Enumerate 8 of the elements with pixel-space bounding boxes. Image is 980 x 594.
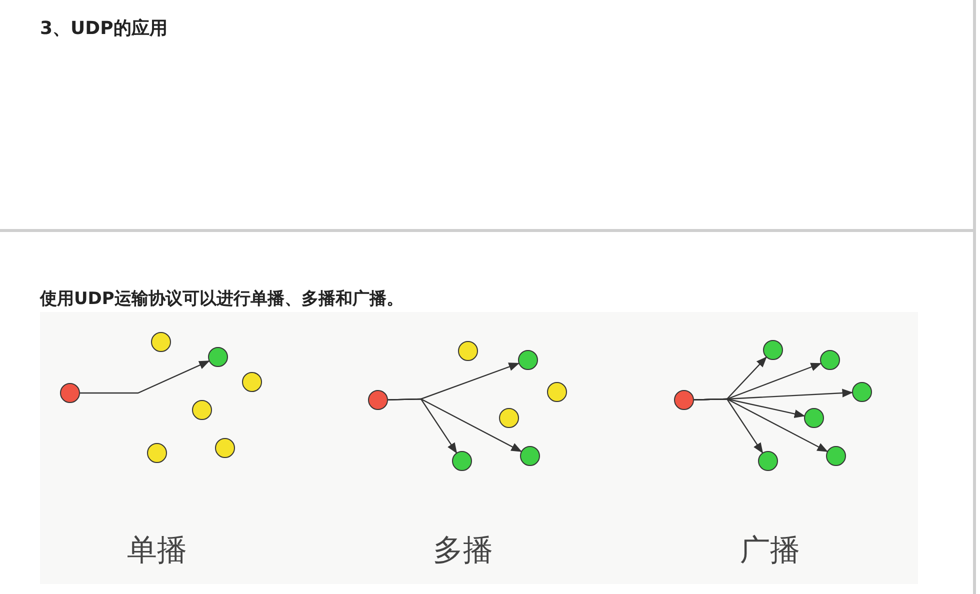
caption: 多播	[433, 532, 493, 570]
arrow	[80, 360, 210, 394]
caption: 广播	[740, 532, 800, 570]
heading: 3、UDP的应用	[40, 17, 168, 40]
caption: 单播	[127, 532, 187, 570]
arrow	[694, 398, 764, 454]
arrow	[388, 398, 522, 452]
paragraph: 使用UDP运输协议可以进行单播、多播和广播。	[40, 288, 404, 310]
